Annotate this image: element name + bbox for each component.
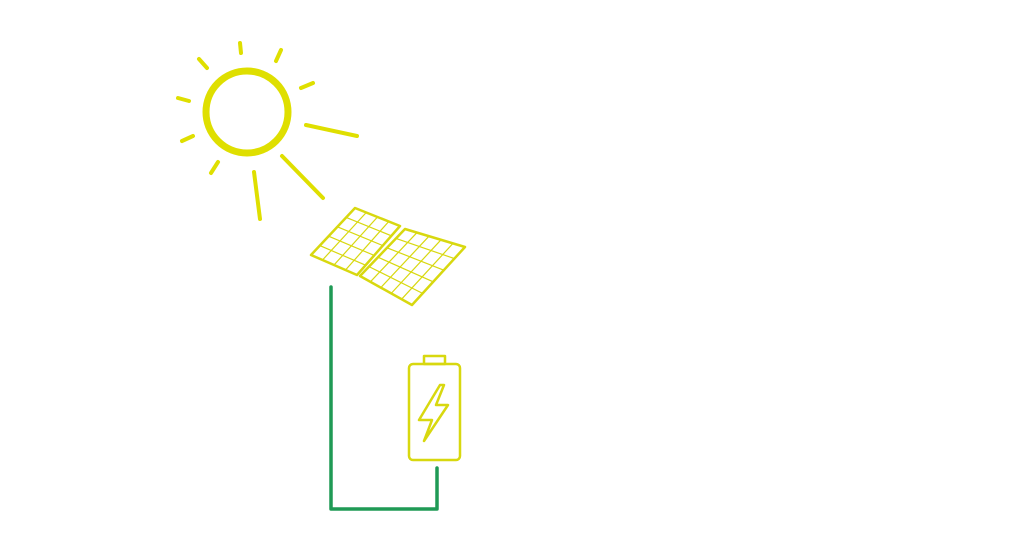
sun-ray [299, 81, 315, 90]
sun-ray [274, 48, 283, 63]
sun-ray [252, 170, 262, 221]
panel-grid-line [377, 256, 434, 283]
sun-ray [176, 96, 191, 103]
panel-grid-line [386, 247, 445, 271]
panel-grid-line [344, 220, 390, 271]
sun-ray [280, 154, 325, 200]
panel-grid [319, 211, 392, 271]
panel-grid-line [368, 266, 424, 294]
panel-grid-line [321, 211, 367, 261]
sun-ray [304, 123, 359, 138]
sun-disc [202, 67, 292, 157]
solar-panel-left [309, 206, 402, 277]
battery-body [407, 362, 462, 462]
panel-grid-line [333, 216, 379, 266]
sun-ray [180, 134, 195, 143]
panel-grid-line [395, 237, 455, 260]
lightning-bolt-icon [417, 383, 450, 443]
sun-ray [209, 160, 220, 175]
battery-charging-icon [407, 354, 462, 462]
solar-panel-icon [309, 206, 467, 307]
panel-grid-line [345, 216, 392, 237]
panel-grid-line [336, 226, 384, 247]
panel-grid [368, 232, 455, 300]
panel-grid-line [319, 245, 367, 266]
panel-grid-line [380, 235, 430, 289]
sun-ray [197, 57, 209, 70]
connection-wire [329, 285, 439, 511]
panel-grid-line [328, 235, 375, 256]
sun-ray [238, 41, 243, 55]
panel-grid-line [401, 242, 454, 300]
panel-frame [358, 227, 467, 307]
panel-grid-line [369, 232, 418, 283]
solar-panel-right [358, 227, 467, 307]
panel-grid-line [390, 239, 442, 294]
panel-frame [309, 206, 402, 277]
sun-icon [176, 41, 359, 221]
